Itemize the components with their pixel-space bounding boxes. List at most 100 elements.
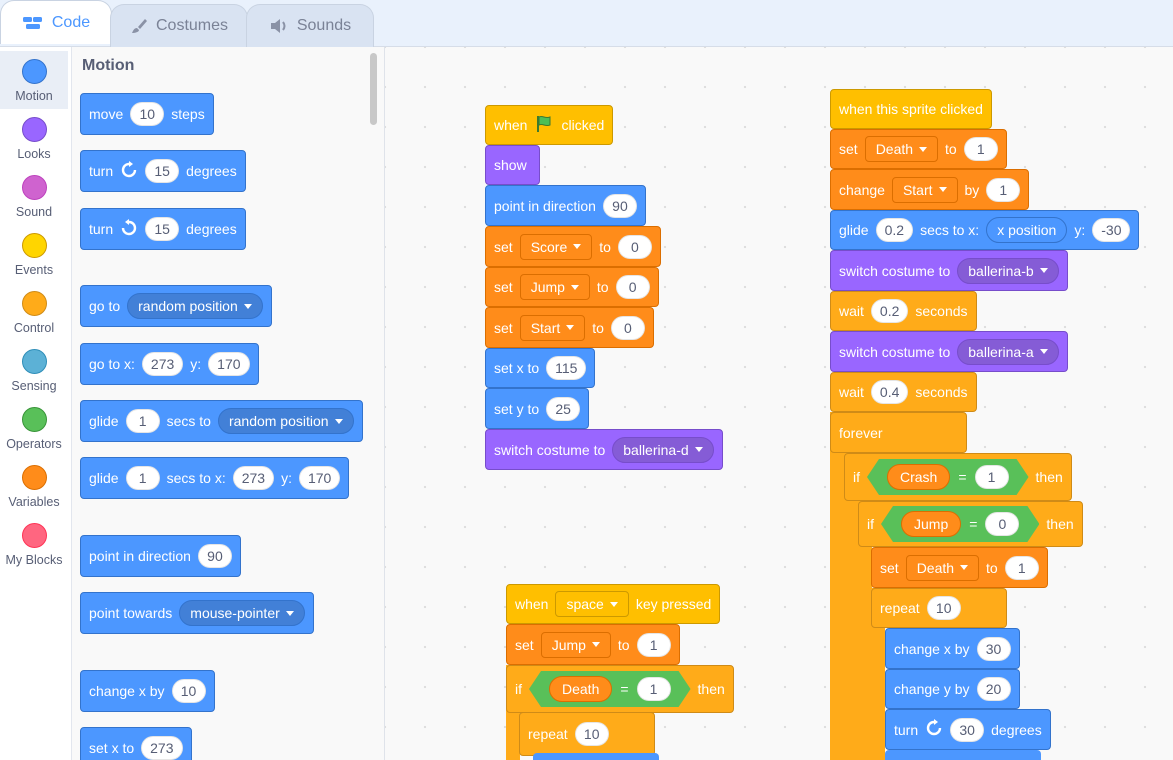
value-input[interactable]: 1 [1004, 555, 1039, 580]
category-sound[interactable]: Sound [0, 167, 68, 225]
category-variables[interactable]: Variables [0, 457, 68, 515]
equals-operator[interactable]: Crash = 1 [867, 459, 1029, 495]
set-death-block[interactable]: set Death to 1 [830, 129, 1007, 169]
key-dropdown[interactable]: space [555, 591, 629, 617]
x-input[interactable]: 115 [546, 356, 587, 380]
seconds-input[interactable]: 0.2 [870, 299, 909, 323]
degrees-input[interactable]: 15 [145, 217, 180, 241]
x-position-reporter[interactable]: x position [986, 217, 1068, 243]
equals-operator[interactable]: Death = 1 [529, 671, 691, 707]
category-looks[interactable]: Looks [0, 109, 68, 167]
costume-dropdown[interactable]: ballerina-d [612, 436, 714, 463]
seconds-input[interactable]: 0.4 [870, 380, 909, 404]
repeat-count-input[interactable]: 10 [926, 596, 961, 620]
secs-input[interactable]: 1 [125, 409, 160, 433]
value-input[interactable]: 1 [637, 677, 671, 701]
change-x-block[interactable]: change x by 30 [885, 628, 1020, 669]
wait-block[interactable]: wait 0.2 seconds [830, 291, 977, 331]
category-events[interactable]: Events [0, 225, 68, 283]
variable-dropdown[interactable]: Jump [519, 274, 590, 300]
turn-right-block[interactable]: turn 15 degrees [80, 150, 246, 192]
degrees-input[interactable]: 15 [145, 159, 180, 183]
variable-dropdown[interactable]: Score [519, 233, 593, 260]
glide-xy-block[interactable]: glide 1 secs to x: 273 y: 170 [80, 457, 350, 499]
set-jump-block[interactable]: set Jump to 1 [506, 624, 680, 665]
switch-costume-block[interactable]: switch costume to ballerina-d [485, 429, 723, 470]
y-input[interactable]: 170 [298, 466, 341, 490]
towards-dropdown[interactable]: mouse-pointer [179, 600, 305, 626]
value-input[interactable]: 0 [615, 275, 650, 299]
secs-input[interactable]: 0.2 [875, 218, 914, 242]
move-steps-block[interactable]: move 10 steps [80, 93, 214, 135]
value-input[interactable]: 1 [986, 177, 1021, 202]
when-flag-clicked-block[interactable]: when clicked [485, 86, 614, 145]
point-direction-block[interactable]: point in direction 90 [485, 185, 646, 226]
costume-dropdown[interactable]: ballerina-b [957, 257, 1059, 284]
if-crash-block[interactable]: if Crash = 1 then [844, 453, 1072, 501]
equals-operator[interactable]: Jump = 0 [881, 506, 1039, 542]
if-jump-block[interactable]: if Jump = 0 then [858, 501, 1083, 547]
forever-block[interactable]: forever [830, 412, 967, 453]
turn-left-block[interactable]: turn 15 degrees [80, 208, 246, 250]
steps-input[interactable]: 10 [130, 102, 165, 126]
variable-dropdown[interactable]: Start [891, 176, 958, 203]
death-variable-reporter[interactable]: Death [549, 676, 612, 702]
set-y-block[interactable]: set y to 25 [485, 388, 590, 429]
category-sensing[interactable]: Sensing [0, 341, 68, 399]
glide-to-block[interactable]: glide 1 secs to random position [80, 400, 363, 442]
set-x-block[interactable]: set x to 273 [80, 727, 192, 760]
turn-right-block[interactable]: turn 30 degrees [885, 709, 1051, 750]
crash-variable-reporter[interactable]: Crash [887, 464, 950, 490]
degrees-input[interactable]: 30 [950, 717, 985, 742]
go-to-xy-block[interactable]: go to x: 273 y: 170 [80, 343, 259, 385]
y-input[interactable]: 25 [546, 396, 581, 421]
change-x-block[interactable]: change x by 10 [80, 670, 215, 712]
repeat-block[interactable]: repeat 10 [871, 588, 1007, 628]
go-to-dropdown[interactable]: random position [127, 293, 263, 319]
change-start-block[interactable]: change Start by 1 [830, 169, 1030, 210]
when-key-pressed-block[interactable]: when space key pressed [506, 565, 721, 624]
palette-scrollbar[interactable] [370, 53, 377, 125]
nested-motion-block[interactable] [885, 750, 1041, 760]
y-input[interactable]: -30 [1092, 218, 1131, 242]
change-y-block[interactable]: change y by 20 [885, 669, 1020, 709]
if-death-block[interactable]: if Death = 1 then [506, 665, 734, 713]
show-block[interactable]: show [485, 145, 540, 185]
value-input[interactable]: 1 [975, 465, 1009, 489]
variable-dropdown[interactable]: Death [864, 136, 939, 162]
direction-input[interactable]: 90 [197, 544, 232, 568]
switch-costume-block[interactable]: switch costume to ballerina-b [830, 250, 1068, 291]
change-y-input[interactable]: 20 [976, 677, 1011, 701]
set-x-input[interactable]: 273 [141, 736, 183, 760]
switch-costume-block[interactable]: switch costume to ballerina-a [830, 331, 1068, 372]
value-input[interactable]: 1 [963, 137, 998, 161]
value-input[interactable]: 0 [985, 512, 1019, 536]
glide-xy-block[interactable]: glide 0.2 secs to x: x position y: -30 [830, 210, 1140, 250]
point-towards-block[interactable]: point towards mouse-pointer [80, 592, 314, 634]
repeat-count-input[interactable]: 10 [574, 722, 609, 746]
set-x-block[interactable]: set x to 115 [485, 348, 596, 388]
tab-costumes[interactable]: Costumes [110, 4, 248, 47]
variable-dropdown[interactable]: Start [519, 314, 586, 341]
direction-input[interactable]: 90 [602, 193, 637, 218]
set-start-block[interactable]: set Start to 0 [485, 307, 654, 348]
point-direction-block[interactable]: point in direction 90 [80, 535, 241, 577]
go-to-block[interactable]: go to random position [80, 285, 272, 327]
repeat-block[interactable]: repeat 10 [519, 712, 655, 756]
variable-dropdown[interactable]: Jump [540, 631, 611, 658]
x-input[interactable]: 273 [232, 466, 275, 490]
set-score-block[interactable]: set Score to 0 [485, 226, 661, 267]
y-input[interactable]: 170 [208, 352, 250, 376]
set-death-block[interactable]: set Death to 1 [871, 547, 1048, 588]
tab-code[interactable]: Code [0, 0, 112, 44]
value-input[interactable]: 0 [610, 315, 645, 340]
category-motion[interactable]: Motion [0, 51, 68, 109]
glide-dropdown[interactable]: random position [217, 408, 354, 434]
script-workspace[interactable]: when clicked show point in direction 90 … [385, 47, 1173, 760]
when-sprite-clicked-block[interactable]: when this sprite clicked [830, 70, 992, 129]
set-jump-block[interactable]: set Jump to 0 [485, 267, 659, 307]
category-control[interactable]: Control [0, 283, 68, 341]
value-input[interactable]: 0 [617, 234, 652, 259]
jump-variable-reporter[interactable]: Jump [901, 511, 961, 537]
category-operators[interactable]: Operators [0, 399, 68, 457]
